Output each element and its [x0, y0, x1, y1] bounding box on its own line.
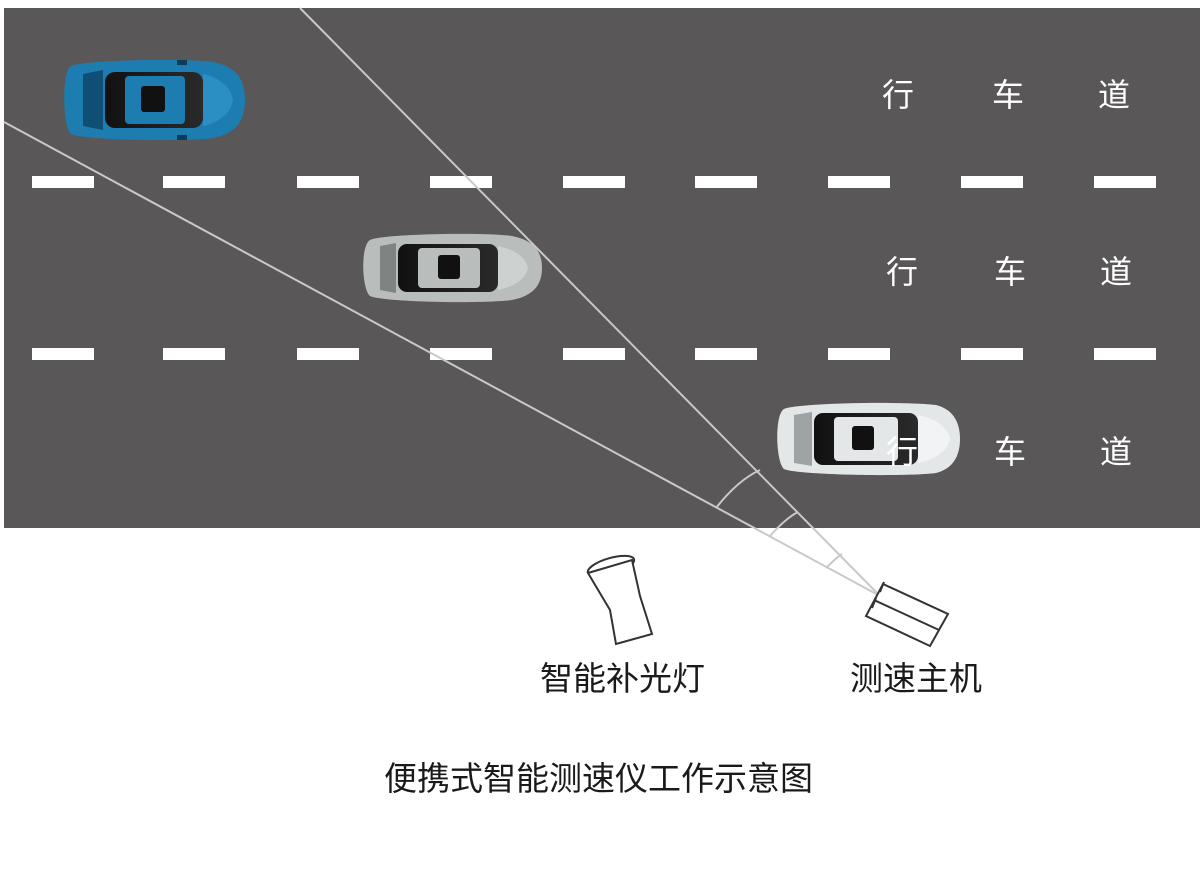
- svg-text:车: 车: [992, 76, 1024, 114]
- beam-angle-arcs: [715, 469, 843, 569]
- svg-text:行: 行: [886, 253, 918, 291]
- host-label: 测速主机: [850, 659, 982, 698]
- svg-text:道: 道: [1100, 433, 1132, 471]
- lane-label-1: 行 车 道: [882, 76, 1130, 114]
- svg-text:行: 行: [882, 76, 914, 114]
- lane-label-3: 行 车 道: [886, 433, 1132, 471]
- car-white: [777, 402, 960, 476]
- light-label: 智能补光灯: [540, 659, 705, 698]
- spotlight-icon: [586, 554, 654, 646]
- car-blue: [64, 59, 245, 141]
- svg-text:车: 车: [994, 253, 1026, 291]
- car-silver: [363, 233, 542, 303]
- svg-text:车: 车: [994, 433, 1026, 471]
- svg-text:道: 道: [1098, 76, 1130, 114]
- lane-label-2: 行 车 道: [886, 253, 1132, 291]
- diagram-caption: 便携式智能测速仪工作示意图: [384, 759, 813, 798]
- lane-divider-2: [32, 348, 1156, 360]
- svg-text:行: 行: [886, 433, 918, 471]
- svg-text:道: 道: [1100, 253, 1132, 291]
- radar-box-icon: [864, 581, 950, 648]
- lane-divider-1: [32, 176, 1156, 188]
- radar-beam: [3, 7, 881, 597]
